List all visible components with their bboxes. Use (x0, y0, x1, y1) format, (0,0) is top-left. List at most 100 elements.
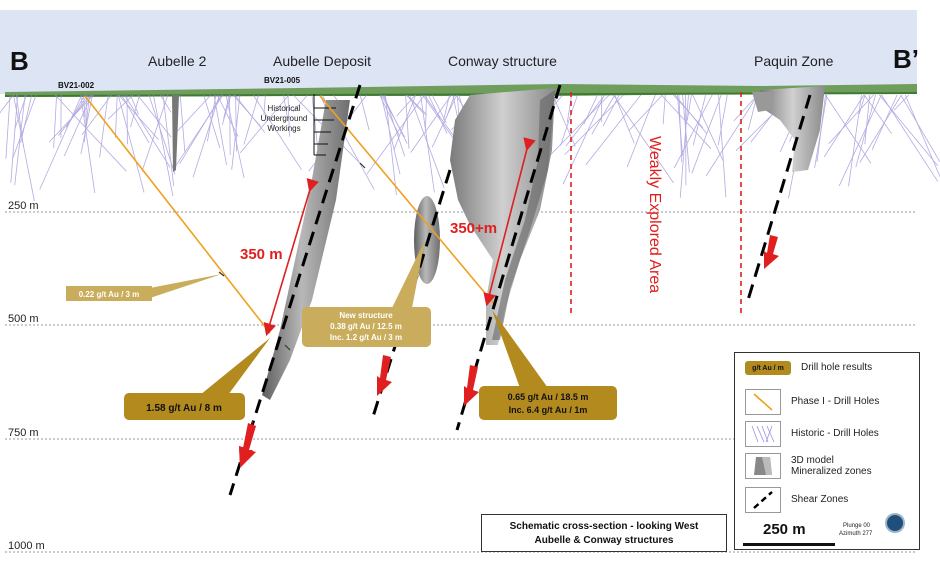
orientation-azimuth: Azimuth 277 (839, 531, 873, 537)
callout-box-new (302, 307, 431, 347)
historic-drill-hole (848, 94, 862, 187)
historic-drill-hole (287, 94, 290, 137)
historic-drill-hole (428, 94, 448, 134)
callout-pointer-065 (492, 310, 548, 388)
historic-drill-hole (130, 94, 140, 128)
historical-workings-line1: Historical (268, 104, 301, 113)
caption-line1: Schematic cross-section - looking West (509, 521, 699, 532)
legend-row-phase1: Phase I - Drill Holes (745, 389, 879, 415)
historic-drill-hole (705, 94, 759, 177)
historic-drill-hole (560, 94, 578, 146)
legend-label-phase1: Phase I - Drill Holes (791, 396, 880, 408)
legend-row-results: g/t Au / m Drill hole results (745, 361, 872, 375)
legend-row-shear: Shear Zones (745, 487, 848, 513)
historic-drill-hole (263, 94, 266, 115)
depth-label-750: 750 m (8, 427, 39, 439)
historic-drill-hole (83, 94, 86, 117)
historic-drill-hole (425, 94, 427, 130)
historic-drill-hole (382, 94, 408, 144)
historic-drill-hole (173, 94, 212, 136)
historic-drill-hole (107, 94, 134, 120)
historic-drill-hole (124, 94, 171, 168)
phase1-drill-holes (84, 95, 496, 334)
historic-drill-hole (223, 94, 230, 119)
caption-box: Schematic cross-section - looking West A… (481, 514, 727, 552)
section-label-end: B’ (893, 44, 919, 74)
historic-drill-hole (678, 94, 683, 163)
callout-pointer-022 (150, 274, 222, 298)
historic-drill-hole (823, 94, 865, 158)
historic-drill-hole (814, 94, 828, 168)
historic-drill-hole (628, 94, 663, 131)
historic-drill-hole (550, 94, 610, 155)
historic-drill-hole (879, 94, 939, 167)
historic-drill-hole (117, 94, 145, 193)
historic-drill-hole (179, 94, 222, 164)
callout-box-065 (479, 386, 617, 420)
paquin-zone-lobe (752, 92, 775, 112)
historic-drill-hole (904, 94, 940, 178)
drill-hole-bv21-002 (84, 95, 271, 334)
historic-drill-hole (679, 94, 689, 198)
extent-conway: 350+m (450, 220, 497, 237)
historic-drill-hole (585, 94, 642, 166)
historic-drill-hole (213, 94, 227, 165)
historic-drill-hole (99, 94, 109, 158)
legend-row-model: 3D model Mineralized zones (745, 453, 872, 479)
legend-symbol-results: g/t Au / m (745, 361, 791, 375)
historic-drill-hole (893, 94, 909, 111)
callout-065-line1: 0.65 g/t Au / 18.5 m (508, 392, 589, 402)
historic-drill-hole (153, 94, 174, 197)
callout-new-line2: 0.38 g/t Au / 12.5 m (330, 322, 402, 331)
historic-drill-hole (838, 94, 882, 187)
compass-icon (885, 513, 905, 533)
historic-drill-hole (216, 94, 239, 137)
historic-drill-hole (80, 94, 96, 194)
historic-drill-hole (409, 94, 445, 189)
historic-drill-hole (252, 94, 302, 171)
historic-drill-hole (234, 94, 266, 133)
historic-drill-hole (900, 94, 940, 162)
historic-drill-hole (564, 94, 624, 155)
extent-aubelle: 350 m (240, 246, 283, 263)
callout-new-line3: Inc. 1.2 g/t Au / 3 m (330, 333, 402, 342)
legend-label-model: 3D model Mineralized zones (791, 454, 872, 478)
historic-drill-hole (231, 94, 241, 170)
historic-drill-hole (130, 94, 139, 115)
callout-022-text: 0.22 g/t Au / 3 m (79, 290, 140, 299)
historic-drill-hole (20, 94, 33, 143)
legend-symbol-phase1 (745, 389, 781, 415)
historic-drill-hole (39, 94, 83, 190)
historic-drill-hole (405, 94, 425, 115)
depth-label-500: 500 m (8, 313, 39, 325)
historic-drill-hole (71, 94, 85, 119)
label-aubelle-deposit: Aubelle Deposit (273, 53, 371, 69)
historic-drill-hole (613, 94, 674, 184)
historic-drill-hole (565, 94, 606, 147)
historic-drill-hole (718, 94, 727, 198)
historic-drill-hole (858, 94, 866, 115)
callout-box-158 (124, 393, 245, 420)
label-paquin: Paquin Zone (754, 53, 834, 69)
historic-drill-hole (225, 94, 245, 179)
historic-drill-hole (81, 94, 112, 136)
historic-drill-hole (717, 94, 728, 145)
historic-drill-hole (239, 94, 290, 153)
historic-drill-hole (192, 94, 220, 178)
historic-drill-hole (662, 94, 666, 125)
callout-box-022 (66, 286, 152, 301)
orientation-plunge: Plunge 00 (843, 523, 871, 529)
historic-drill-hole (385, 94, 397, 195)
label-aubelle2: Aubelle 2 (148, 53, 207, 69)
historic-drill-hole (859, 94, 902, 163)
historical-workings-line2: Underground (261, 114, 308, 123)
historic-drill-hole (229, 94, 231, 155)
historic-drill-hole (137, 94, 172, 138)
section-label-start: B (10, 46, 29, 76)
historic-drill-hole (410, 94, 452, 153)
historic-drill-hole (221, 94, 232, 125)
sky-band (0, 10, 917, 94)
historic-drill-hole (12, 94, 37, 160)
callout-pointer-158 (200, 338, 270, 395)
